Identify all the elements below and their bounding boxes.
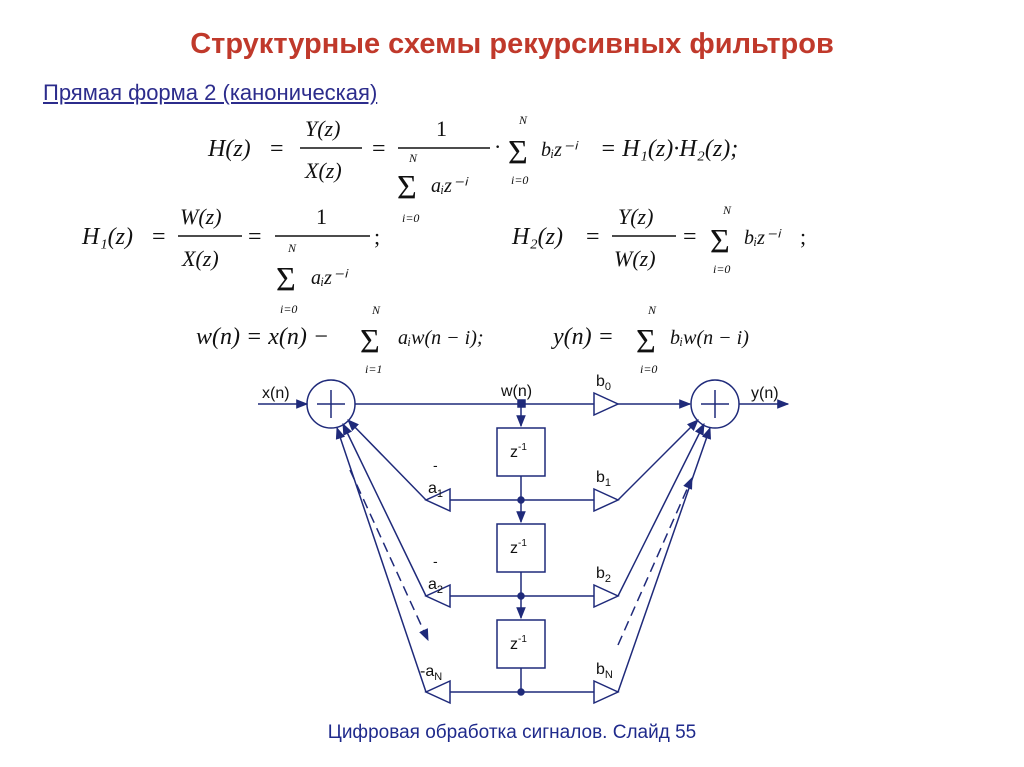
sigma-symbol: Σ bbox=[276, 261, 296, 298]
svg-text:N: N bbox=[408, 151, 418, 165]
sigma-symbol: Σ bbox=[397, 169, 417, 206]
svg-text:aᵢz⁻ⁱ: aᵢz⁻ⁱ bbox=[311, 267, 350, 289]
multiplier-aN bbox=[424, 679, 451, 705]
svg-text:y(n) =: y(n) = bbox=[551, 324, 614, 350]
label-a2: a2 bbox=[428, 576, 443, 596]
svg-text:H₁(z): H₁(z) bbox=[81, 224, 133, 250]
label-a1: a1 bbox=[428, 480, 443, 500]
svg-text:i=0: i=0 bbox=[511, 173, 528, 187]
svg-text:i=0: i=0 bbox=[713, 262, 730, 276]
label-bN: bN bbox=[596, 661, 613, 681]
svg-text:i=0: i=0 bbox=[640, 362, 657, 376]
sigma-symbol: Σ bbox=[508, 134, 528, 171]
multiplier-b0 bbox=[593, 391, 620, 417]
diagram-labels: x(n) w(n) y(n) b0 b1 b2 bN - a1 - a2 -aN… bbox=[262, 373, 779, 683]
svg-text:Y(z): Y(z) bbox=[305, 116, 340, 141]
svg-text:=: = bbox=[372, 136, 386, 162]
sigma-symbol: Σ bbox=[360, 323, 380, 360]
slide-title: Структурные схемы рекурсивных фильтров bbox=[190, 28, 834, 60]
block-diagram bbox=[258, 379, 790, 705]
multiplier-a2 bbox=[424, 583, 451, 609]
svg-text:W(z): W(z) bbox=[614, 246, 656, 271]
formula-transfer-function: H(z) = Y(z) X(z) = 1 N Σ aᵢz⁻ⁱ i=0 · N Σ… bbox=[207, 113, 738, 225]
svg-text:;: ; bbox=[374, 224, 380, 249]
svg-text:;: ; bbox=[800, 224, 806, 249]
svg-text:·: · bbox=[494, 134, 501, 159]
svg-text:=: = bbox=[683, 224, 697, 250]
svg-text:=: = bbox=[270, 136, 284, 162]
svg-text:1: 1 bbox=[316, 204, 327, 229]
formula-h2: H₂(z) = Y(z) W(z) = N Σ bᵢz⁻ⁱ i=0 ; bbox=[511, 203, 806, 276]
svg-text:N: N bbox=[647, 303, 657, 317]
svg-text:i=0: i=0 bbox=[280, 302, 297, 316]
multiplier-bN bbox=[593, 679, 620, 705]
multiplier-b2 bbox=[593, 583, 620, 609]
svg-text:i=1: i=1 bbox=[365, 362, 382, 376]
svg-text:N: N bbox=[287, 241, 297, 255]
slide-subtitle: Прямая форма 2 (каноническая) bbox=[43, 80, 378, 105]
svg-text:H(z): H(z) bbox=[207, 136, 251, 162]
svg-text:=: = bbox=[152, 224, 166, 250]
slide-footer: Цифровая обработка сигналов. Слайд 55 bbox=[327, 722, 697, 743]
svg-text:1: 1 bbox=[436, 116, 447, 141]
svg-text:i=0: i=0 bbox=[402, 211, 419, 225]
svg-text:-: - bbox=[433, 457, 438, 473]
label-b0: b0 bbox=[596, 373, 611, 393]
label-aN: -aN bbox=[420, 663, 442, 683]
multiplier-a1 bbox=[424, 487, 451, 513]
label-w: w(n) bbox=[500, 383, 532, 400]
formula-h1: H₁(z) = W(z) X(z) = 1 N Σ aᵢz⁻ⁱ i=0 ; bbox=[81, 204, 380, 316]
delay-label-3: z-1 bbox=[510, 634, 527, 653]
svg-text:N: N bbox=[722, 203, 732, 217]
svg-text:=: = bbox=[586, 224, 600, 250]
svg-text:Y(z): Y(z) bbox=[618, 204, 653, 229]
svg-text:aᵢw(n − i);: aᵢw(n − i); bbox=[398, 327, 484, 349]
svg-text:= H₁(z)·H₂(z);: = H₁(z)·H₂(z); bbox=[600, 136, 738, 162]
svg-text:N: N bbox=[371, 303, 381, 317]
svg-text:-: - bbox=[433, 553, 438, 569]
svg-text:aᵢz⁻ⁱ: aᵢz⁻ⁱ bbox=[431, 175, 470, 197]
svg-text:N: N bbox=[518, 113, 528, 127]
label-b2: b2 bbox=[596, 565, 611, 585]
svg-text:=: = bbox=[248, 224, 262, 250]
svg-text:X(z): X(z) bbox=[304, 158, 342, 183]
multiplier-b1 bbox=[593, 487, 620, 513]
formula-difference-equations: w(n) = x(n) − N Σ aᵢw(n − i); i=1 y(n) =… bbox=[196, 303, 749, 376]
delay-label-1: z-1 bbox=[510, 442, 527, 461]
svg-text:bᵢz⁻ⁱ: bᵢz⁻ⁱ bbox=[541, 139, 580, 161]
sigma-symbol: Σ bbox=[710, 223, 730, 260]
svg-text:bᵢz⁻ⁱ: bᵢz⁻ⁱ bbox=[744, 227, 783, 249]
label-y: y(n) bbox=[751, 385, 779, 402]
svg-text:w(n) = x(n) −: w(n) = x(n) − bbox=[196, 324, 329, 350]
svg-text:H₂(z): H₂(z) bbox=[511, 224, 563, 250]
svg-text:bᵢw(n − i): bᵢw(n − i) bbox=[670, 327, 749, 349]
svg-text:W(z): W(z) bbox=[180, 204, 222, 229]
label-x: x(n) bbox=[262, 385, 290, 402]
sigma-symbol: Σ bbox=[636, 323, 656, 360]
svg-text:X(z): X(z) bbox=[181, 246, 219, 271]
label-b1: b1 bbox=[596, 469, 611, 489]
delay-label-2: z-1 bbox=[510, 538, 527, 557]
